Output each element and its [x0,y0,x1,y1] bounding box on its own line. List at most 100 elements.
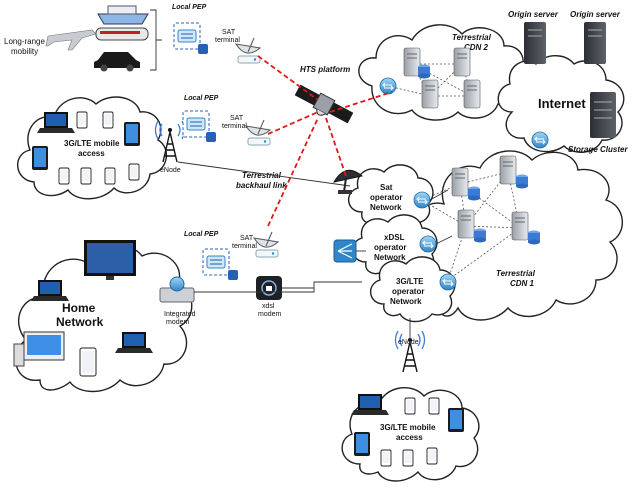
integrated-modem-icon [159,276,195,303]
splitter-icon [333,239,357,263]
home-phone-icon [79,347,97,377]
sat-op-label-3: Network [370,203,402,212]
wired-links [177,161,453,344]
lte-bottom-phone-4-icon [402,449,414,467]
enode-bottom-label: eNode [398,339,419,346]
cdn1-label-1: Terrestrial [496,269,536,278]
car-icon [94,52,140,72]
enode-top-label: eNode [160,167,181,174]
lte-bottom-phone-3-icon [380,449,392,467]
cdn2-server-4-icon [463,79,481,109]
cdn2-cloud [358,24,524,121]
mobility-label-2: mobility [11,47,38,56]
lte-bottom-phone-5-icon [426,447,438,465]
sat-terminal-top-l2: terminal [215,37,240,44]
sat-op-label-1: Sat [380,183,393,192]
lte-op-label-3: Network [390,297,422,306]
cdn1-server-3-icon [457,209,475,239]
lte-op-label-1: 3G/LTE [396,277,424,286]
cdn1-label-2: CDN 1 [510,279,535,288]
lte-top-phone-4-icon [80,167,92,185]
lte-top-phone-1-icon [76,111,88,129]
cdn2-label-2: CDN 2 [464,43,489,52]
lte-top-label-2: access [78,149,105,158]
lte-top-phone-5-icon [104,167,116,185]
satellite-icon [294,84,354,124]
sat-terminal-bottom-icon [253,231,279,258]
cdn2-server-2-icon [453,47,471,77]
mobility-bracket [150,9,162,71]
integrated-modem-l2: modem [166,319,190,326]
lte-bottom-label-1: 3G/LTE mobile [380,423,436,432]
cdn1-server-1-icon [451,167,469,197]
home-label-2: Network [56,315,104,329]
cdn1-server-2-icon [499,155,517,185]
xdsl-modem-icon [256,276,282,300]
pep-mid-label: Local PEP [184,95,219,102]
xdsl-op-label-2: operator [374,243,406,252]
lte-op-router-icon [439,273,457,291]
pep-mid-icon [182,110,210,138]
sat-terminal-bottom-l2: terminal [232,243,257,250]
storage-cluster-label: Storage Cluster [568,145,628,154]
ship-icon [97,5,149,25]
pep-mid-dev-icon [206,132,216,142]
xdsl-op-router-icon [419,235,437,253]
sat-terminal-top-l1: SAT [222,29,236,36]
cdn1-db-3-icon [474,228,486,243]
cdn2-db-1-icon [418,64,430,79]
lte-top-phone-6-icon [128,163,140,181]
pep-top-label: Local PEP [172,4,207,11]
lte-bottom-tablet-2-icon [354,432,370,456]
lte-top-label-1: 3G/LTE mobile [64,139,120,148]
sat-terminal-mid-l1: SAT [230,115,244,122]
airplane-icon [45,29,97,51]
xdsl-op-label-3: Network [374,253,406,262]
backhaul-label-2: backhaul link [236,181,287,190]
xdsl-modem-l1: xdsl [262,303,275,310]
pep-top-icon [173,22,201,50]
lte-bottom-tablet-1-icon [448,408,464,432]
pep-bottom-dev-icon [228,270,238,280]
lte-top-phone-2-icon [102,111,114,129]
xdsl-modem-l2: modem [258,311,282,318]
origin-server-1-icon [524,22,546,64]
pep-top-dev-icon [198,44,208,54]
pep-bottom-label: Local PEP [184,231,219,238]
desktop-icon [13,331,65,367]
lte-top-tablet-1-icon [124,122,140,146]
lte-bottom-phone-2-icon [428,397,440,415]
cdn2-server-3-icon [421,79,439,109]
cdn2-router-icon [379,77,397,95]
origin-server-2-label: Origin server [570,10,621,19]
sat-op-router-icon [413,191,431,209]
backhaul-label-1: Terrestrial [242,171,282,180]
mobility-label-1: Long-range [4,37,45,46]
train-icon [95,27,149,41]
integrated-modem-l1: Integrated [164,311,196,318]
storage-cluster-icon [590,92,616,138]
cdn1-db-2-icon [516,174,528,189]
lte-bottom-phone-1-icon [404,397,416,415]
sat-terminal-mid-icon [245,119,271,146]
hts-label: HTS platform [300,65,350,74]
pep-bottom-icon [202,248,230,276]
home-label-1: Home [62,301,96,315]
xdsl-op-label-1: xDSL [384,233,405,242]
cdn1-server-4-icon [511,211,529,241]
lte-bottom-label-2: access [396,433,423,442]
lte-op-label-2: operator [392,287,424,296]
cdn2-server-1-icon [403,47,421,77]
tv-icon [84,240,136,280]
internet-router-icon [531,131,549,149]
cdn1-db-4-icon [528,230,540,245]
cdn2-label-1: Terrestrial [452,33,492,42]
origin-server-1-label: Origin server [508,10,559,19]
lte-top-phone-3-icon [58,167,70,185]
cdn1-db-1-icon [468,186,480,201]
sat-terminal-bottom-l1: SAT [240,235,254,242]
mobility-group: Long-range mobility [4,5,162,72]
internet-label: Internet [538,96,586,111]
satellite-links [257,55,393,227]
